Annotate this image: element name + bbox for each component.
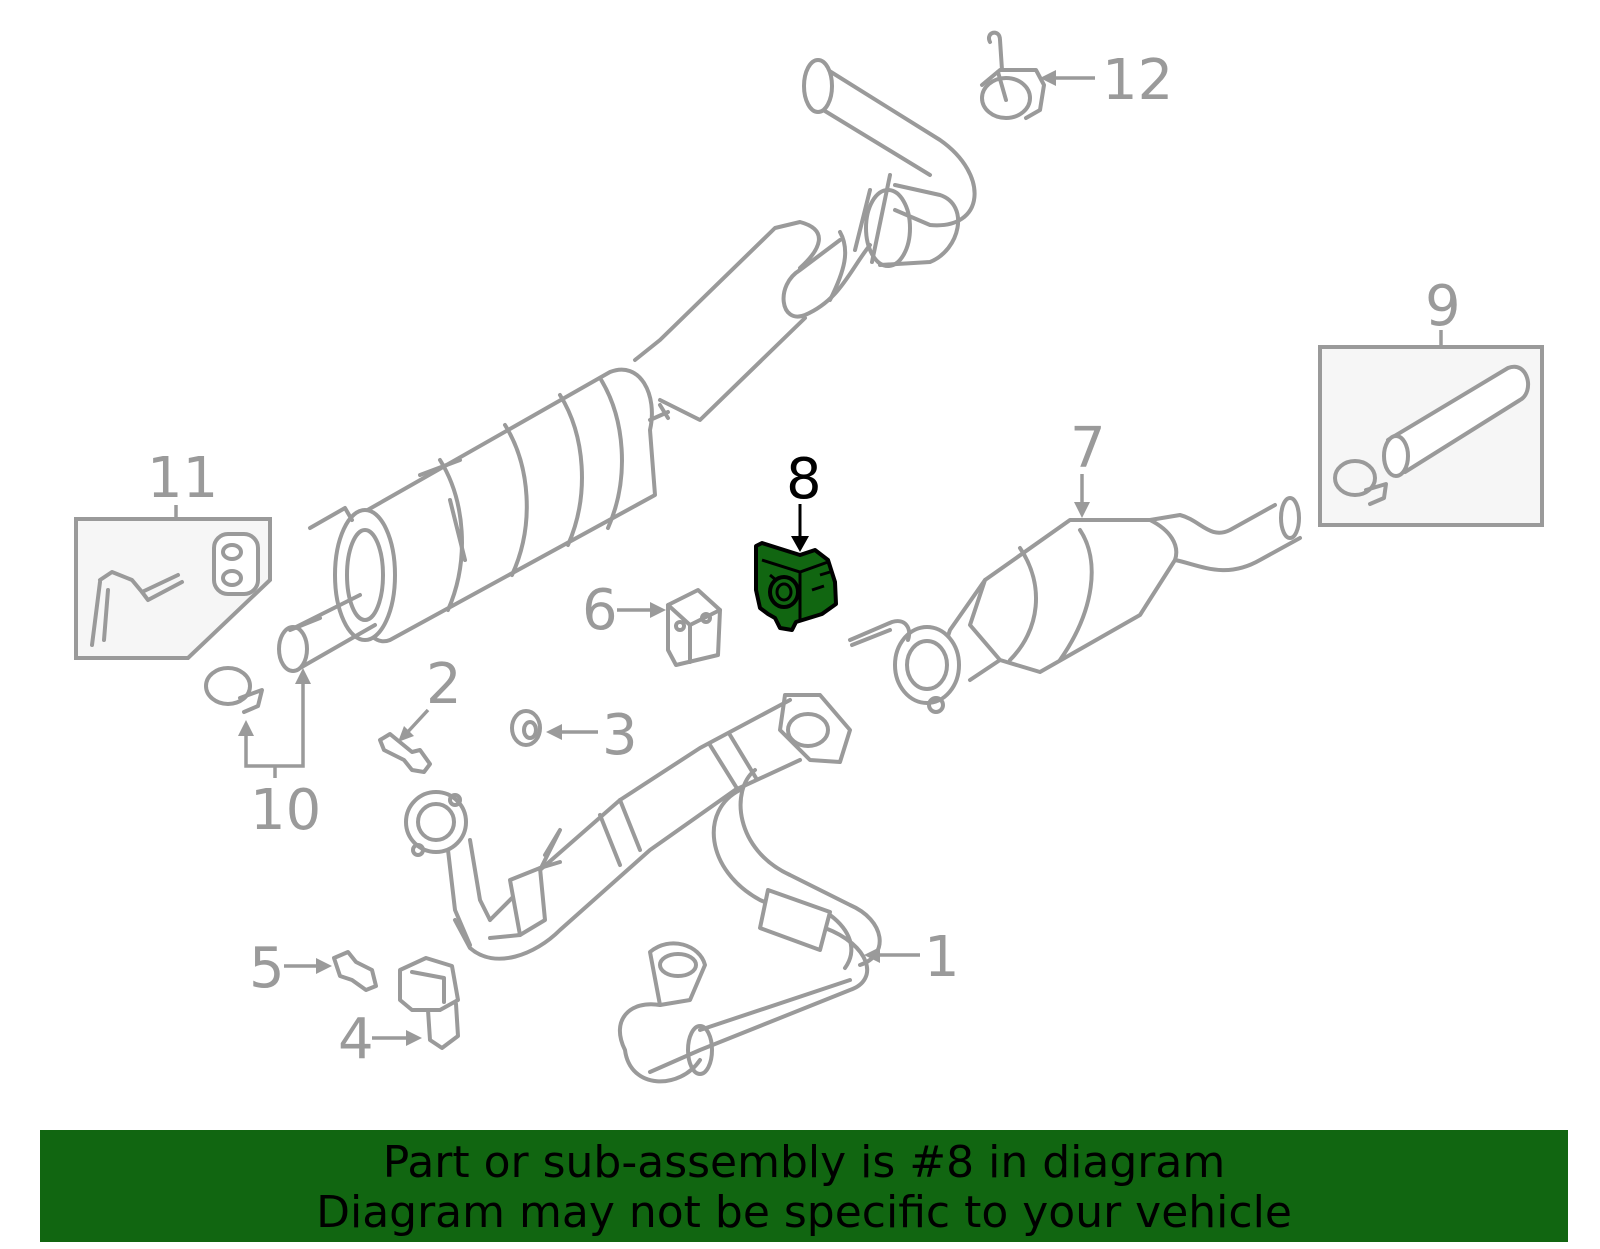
arrow-3 <box>546 724 562 740</box>
arrow-5 <box>316 958 332 974</box>
callout-7: 7 <box>1070 416 1106 481</box>
part-9-clamp <box>1333 459 1388 506</box>
tailpipe-assembly <box>633 58 977 422</box>
arrow-10a <box>238 720 254 736</box>
part-8-highlighted <box>754 541 838 632</box>
part-9-tip <box>1382 364 1530 478</box>
arrow-6 <box>650 602 666 618</box>
part-7-converter <box>848 496 1302 714</box>
part-3-nut <box>510 709 542 747</box>
exhaust-diagram: 12 10 11 <box>74 30 1544 1084</box>
callout-8: 8 <box>786 447 822 512</box>
callout-5: 5 <box>249 936 285 1001</box>
arrow-4 <box>406 1030 422 1046</box>
callout-12: 12 <box>1102 48 1173 113</box>
arrow-10b <box>295 668 311 684</box>
part-4-isolator <box>398 956 460 1050</box>
callout-3: 3 <box>602 703 638 768</box>
part-1-front-pipe <box>404 693 882 1084</box>
arrow-12 <box>1040 70 1056 86</box>
arrow-7 <box>1074 502 1090 518</box>
callout-11: 11 <box>147 446 218 511</box>
callout-6: 6 <box>582 578 618 643</box>
muffler <box>308 367 670 644</box>
part-11-isolator <box>212 532 260 596</box>
callout-4: 4 <box>338 1007 374 1072</box>
part-10-clamp <box>204 666 264 714</box>
callout-10: 10 <box>250 778 321 843</box>
arrow-2 <box>398 726 414 742</box>
part-11-bracket <box>90 570 184 647</box>
part-6-bracket <box>666 588 722 667</box>
arrow-8 <box>791 536 809 552</box>
banner-line-2: Diagram may not be specific to your vehi… <box>316 1187 1292 1238</box>
callout-9: 9 <box>1425 274 1461 339</box>
arrow-1 <box>864 947 880 963</box>
banner-line-1: Part or sub-assembly is #8 in diagram <box>382 1137 1226 1188</box>
callout-1: 1 <box>924 925 960 990</box>
part-10-pipe <box>277 593 377 673</box>
part-12-hanger <box>980 30 1046 120</box>
part-2-sensor <box>378 732 432 774</box>
callout-2: 2 <box>426 652 462 717</box>
part-5-bolt <box>332 950 378 992</box>
info-banner: Part or sub-assembly is #8 in diagram Di… <box>40 1130 1568 1242</box>
